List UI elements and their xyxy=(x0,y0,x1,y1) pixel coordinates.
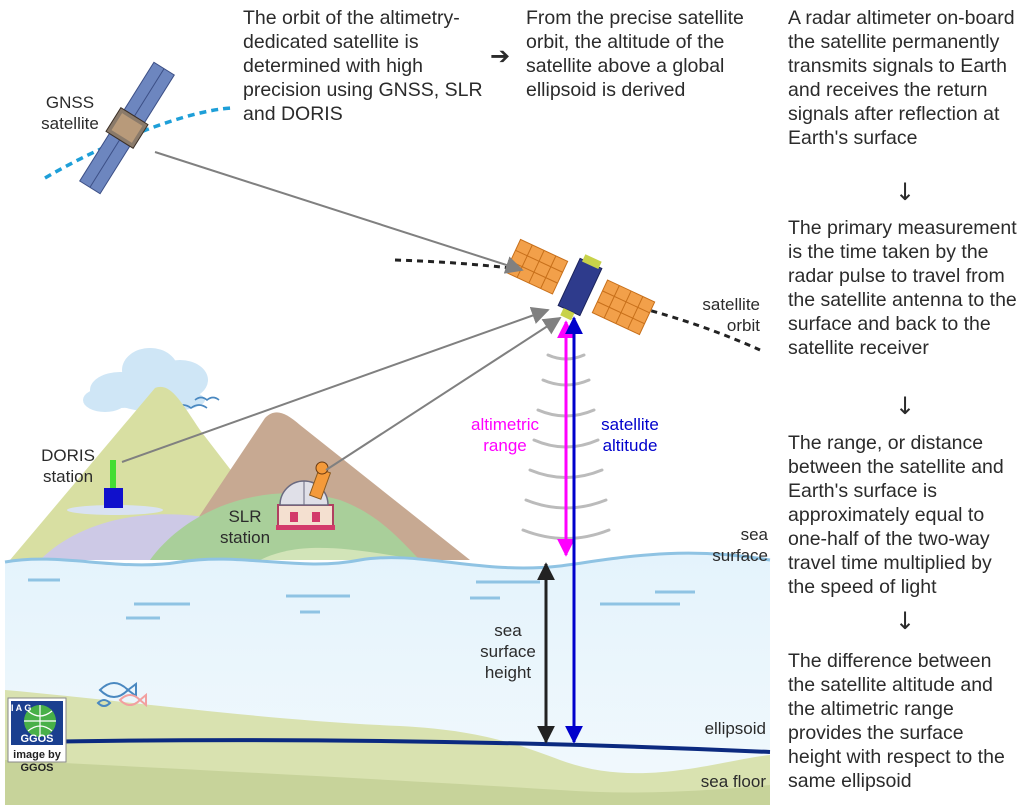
orbit-label-line2: orbit xyxy=(726,316,760,335)
gnss-satellite-label: GNSS satellite xyxy=(30,92,110,134)
ssh-label-line1: sea xyxy=(494,621,522,640)
doris-label-line2: station xyxy=(42,467,94,486)
orbit-determination-text: The orbit of the altimetry-dedicated sat… xyxy=(243,7,483,125)
slr-label-line1: SLR xyxy=(228,507,262,526)
sea-surface-label-line2: surface xyxy=(712,546,768,565)
satellite-orbit-label: satellite orbit xyxy=(660,294,760,336)
credit-line1: image by xyxy=(13,749,61,761)
down-arrow-icon: ↓ xyxy=(895,392,916,420)
step-2-text: The primary measurement is the time take… xyxy=(788,217,1017,359)
altimetry-orbit-path xyxy=(394,258,561,277)
tracking-arrows xyxy=(121,151,562,471)
doris-label-line1: DORIS xyxy=(41,446,95,465)
doris-station-icon xyxy=(104,460,123,508)
sea-surface-height-label: sea surface height xyxy=(468,620,548,683)
doris-station-label: DORIS station xyxy=(28,445,108,487)
step-3-text: The range, or distance between the satel… xyxy=(788,432,1004,598)
step-4-text: The difference between the satellite alt… xyxy=(788,650,1005,792)
gnss-satellite-icon xyxy=(79,61,175,195)
altimetric-range-label: altimetric range xyxy=(455,414,555,456)
credit-line2: GGOS xyxy=(20,762,54,774)
ellipsoid-line xyxy=(29,738,771,754)
altitude-derived-text: From the precise satellite orbit, the al… xyxy=(526,7,744,101)
step-1-text: A radar altimeter on-board the satellite… xyxy=(788,7,1015,149)
ssh-label-line2: surface xyxy=(480,642,536,661)
sea-floor-label: sea floor xyxy=(700,772,766,791)
fish-icon xyxy=(96,682,147,708)
ggos-logo xyxy=(7,697,67,763)
slr-station-icon xyxy=(276,461,335,530)
sea-ripples xyxy=(28,578,695,620)
down-arrow-icon: ↓ xyxy=(895,178,916,206)
logo-name: GGOS xyxy=(20,733,54,745)
sea-surface-label: sea surface xyxy=(676,524,768,566)
altitude-label-line1: satellite xyxy=(601,415,659,434)
slr-station-label: SLR station xyxy=(210,506,280,548)
sea-surface-label-line1: sea xyxy=(740,525,768,544)
gnss-label-line2: satellite xyxy=(41,114,99,133)
down-arrow-icon: ↓ xyxy=(895,607,916,635)
gnss-orbit-path xyxy=(44,106,233,180)
altimetry-satellite-icon xyxy=(504,238,656,336)
altitude-label-line2: altitude xyxy=(602,436,658,455)
gnss-label-line1: GNSS xyxy=(45,93,95,112)
ssh-label-line3: height xyxy=(484,663,532,682)
satellite-altitude-label: satellite altitude xyxy=(585,414,675,456)
orbit-label-line1: satellite xyxy=(702,295,760,314)
logo-letters: I A G xyxy=(11,703,32,713)
sea-surface-line xyxy=(4,551,771,570)
right-arrow-icon: ➔ xyxy=(490,42,511,70)
slr-label-line2: station xyxy=(219,528,271,547)
image-credit: image by GGOS xyxy=(8,749,66,775)
range-label-line2: range xyxy=(483,436,527,455)
range-label-line1: altimetric xyxy=(470,415,539,434)
ellipsoid-label: ellipsoid xyxy=(704,719,766,738)
sea-floor-lower xyxy=(5,760,770,805)
